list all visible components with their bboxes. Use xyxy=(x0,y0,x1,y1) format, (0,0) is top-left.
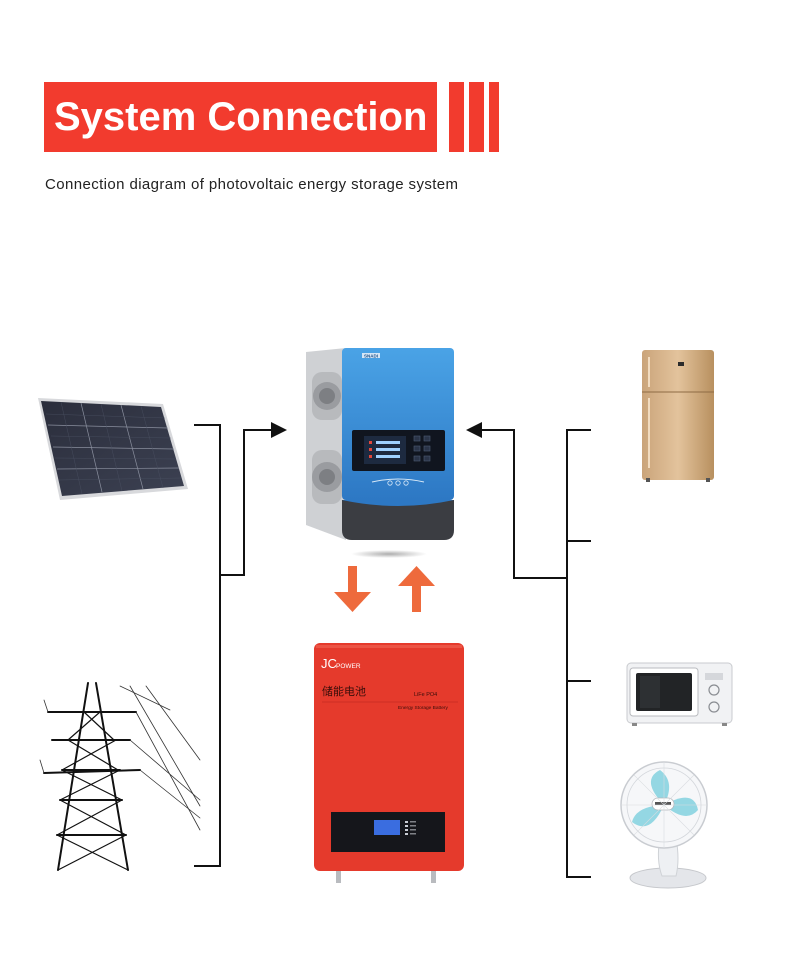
left-connection-lines xyxy=(194,422,287,867)
arrow-up-icon xyxy=(398,566,435,612)
battery-brand-suffix: POWER xyxy=(336,663,361,670)
page-subtitle: Connection diagram of photovoltaic energ… xyxy=(45,176,459,193)
solar-panel-icon xyxy=(38,398,188,500)
refrigerator-icon xyxy=(642,350,714,482)
fan-icon xyxy=(620,761,708,889)
battery-chinese-label: 储能电池 xyxy=(322,684,366,698)
title-banner: System Connection xyxy=(44,82,437,152)
loads-to-inverter-line xyxy=(466,422,567,579)
title-stripe xyxy=(469,82,484,152)
left-bracket-line xyxy=(194,424,221,867)
inverter-brand-text: SNADI xyxy=(364,354,378,359)
title-stripe xyxy=(449,82,464,152)
charge-discharge-arrows xyxy=(334,566,435,612)
battery-icon: JC POWER 储能电池 LiFe PO4 Energy Storage Ba… xyxy=(314,643,464,883)
power-tower-icon xyxy=(39,682,201,871)
battery-brand: JC xyxy=(321,656,337,671)
right-bracket-line xyxy=(566,429,591,878)
battery-chemistry-label: LiFe PO4 xyxy=(414,692,437,698)
title-stripe xyxy=(489,82,499,152)
arrow-down-icon xyxy=(334,566,371,612)
battery-type-label: Energy Storage Battery xyxy=(398,705,448,711)
inverter-brand-plate xyxy=(362,353,380,358)
left-to-inverter-line xyxy=(220,422,287,576)
microwave-icon xyxy=(626,662,733,726)
right-connection-lines xyxy=(466,422,591,878)
page-title: System Connection xyxy=(54,95,428,139)
inverter-icon: SNADI xyxy=(306,348,454,558)
